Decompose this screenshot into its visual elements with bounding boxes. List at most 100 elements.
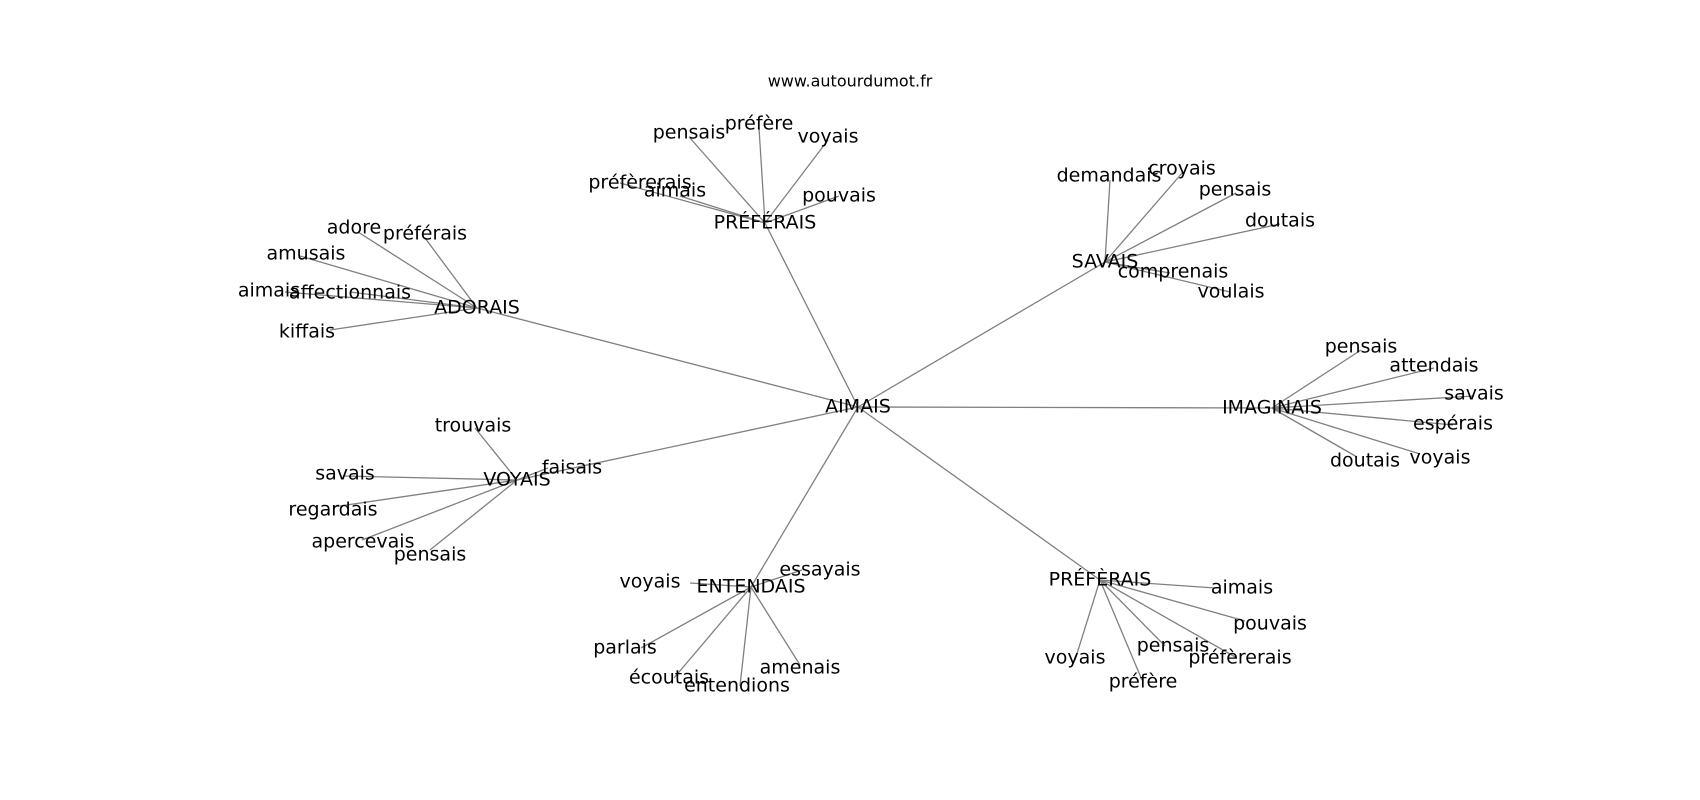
- leaf-node[interactable]: adore: [327, 217, 381, 239]
- edge-hub-to-leaf: [1104, 179, 1111, 263]
- edge-hub-to-leaf: [1099, 579, 1143, 681]
- edge-center-to-hub: [516, 406, 859, 481]
- leaf-node[interactable]: voyais: [1410, 447, 1471, 469]
- hub-node[interactable]: IMAGINAIS: [1222, 397, 1322, 419]
- edge-center-to-hub: [764, 222, 859, 408]
- hub-node[interactable]: PRÉFÈRAIS: [1049, 568, 1152, 591]
- edge-hub-to-leaf: [1271, 367, 1435, 409]
- edge-hub-to-leaf: [689, 137, 766, 224]
- edge-hub-to-leaf: [1104, 171, 1184, 263]
- hub-node[interactable]: VOYAIS: [483, 469, 550, 491]
- leaf-node[interactable]: affectionnais: [289, 282, 411, 304]
- edge-hub-to-leaf: [1104, 261, 1231, 293]
- watermark-text: www.autourdumot.fr: [768, 72, 933, 91]
- edge-hub-to-leaf: [332, 479, 518, 508]
- leaf-node[interactable]: demandais: [1057, 165, 1162, 187]
- edge-center-to-hub: [750, 406, 859, 588]
- leaf-node[interactable]: pensais: [394, 544, 467, 566]
- leaf-node[interactable]: kiffais: [279, 321, 335, 343]
- edge-hub-to-leaf: [1104, 192, 1237, 263]
- edge-hub-to-leaf: [764, 139, 829, 224]
- leaf-node[interactable]: comprenais: [1118, 261, 1229, 283]
- leaf-node[interactable]: préfère: [725, 113, 794, 135]
- edge-hub-to-leaf: [764, 195, 840, 224]
- leaf-node[interactable]: savais: [315, 463, 375, 485]
- edge-hub-to-leaf: [739, 586, 752, 687]
- leaf-node[interactable]: voyais: [798, 126, 859, 148]
- leaf-node[interactable]: pensais: [653, 122, 726, 144]
- center-node[interactable]: AIMAIS: [825, 396, 891, 418]
- edge-hub-to-leaf: [679, 195, 766, 224]
- edge-hub-to-leaf: [750, 569, 803, 588]
- leaf-node[interactable]: voyais: [1045, 647, 1106, 669]
- leaf-node[interactable]: voyais: [620, 571, 681, 593]
- edge-hub-to-leaf: [619, 182, 766, 224]
- leaf-node[interactable]: préférais: [383, 223, 467, 245]
- edge-hub-to-leaf: [284, 291, 478, 309]
- leaf-node[interactable]: apercevais: [312, 531, 415, 553]
- leaf-node[interactable]: trouvais: [435, 415, 512, 437]
- edge-hub-to-leaf: [1271, 407, 1421, 455]
- edge-center-to-hub: [476, 307, 859, 408]
- edge-center-to-hub: [857, 406, 1101, 581]
- leaf-node[interactable]: aimais: [1211, 577, 1273, 599]
- hub-node[interactable]: ENTENDAIS: [697, 576, 806, 598]
- leaf-node[interactable]: parlais: [593, 637, 657, 659]
- edge-hub-to-leaf: [750, 586, 801, 666]
- edge-hub-to-leaf: [474, 427, 518, 481]
- leaf-node[interactable]: aimais: [644, 180, 706, 202]
- edge-hub-to-leaf: [1099, 579, 1238, 659]
- edge-hub-to-leaf: [1271, 407, 1358, 458]
- leaf-node[interactable]: voulais: [1197, 281, 1264, 303]
- leaf-node[interactable]: pensais: [1199, 179, 1272, 201]
- leaf-node[interactable]: pensais: [1137, 635, 1210, 657]
- edge-hub-to-leaf: [689, 582, 752, 588]
- leaf-node[interactable]: doutais: [1245, 210, 1315, 232]
- hub-node[interactable]: ADORAIS: [434, 297, 520, 319]
- leaf-node[interactable]: attendais: [1389, 355, 1478, 377]
- edge-center-to-hub: [857, 406, 1273, 409]
- leaf-node[interactable]: croyais: [1148, 158, 1216, 180]
- edge-hub-to-leaf: [1104, 261, 1171, 274]
- leaf-node[interactable]: pouvais: [802, 185, 876, 207]
- leaf-node[interactable]: aimais: [238, 280, 300, 302]
- edge-hub-to-leaf: [673, 586, 752, 679]
- hub-node[interactable]: SAVAIS: [1072, 251, 1139, 273]
- edge-hub-to-leaf: [357, 231, 478, 309]
- leaf-node[interactable]: essayais: [779, 559, 860, 581]
- edge-hub-to-leaf: [424, 237, 478, 309]
- leaf-node[interactable]: savais: [1444, 383, 1504, 405]
- edge-center-to-hub: [857, 261, 1106, 408]
- hub-node[interactable]: PRÉFÉRAIS: [714, 211, 817, 234]
- edge-hub-to-leaf: [1271, 349, 1362, 409]
- leaf-node[interactable]: regardais: [288, 499, 377, 521]
- leaf-node[interactable]: écoutais: [629, 667, 709, 689]
- edge-hub-to-leaf: [429, 479, 518, 551]
- edge-hub-to-leaf: [349, 291, 478, 309]
- leaf-node[interactable]: pensais: [1325, 336, 1398, 358]
- leaf-node[interactable]: entendions: [684, 675, 790, 697]
- edge-hub-to-leaf: [1099, 579, 1246, 622]
- edge-hub-to-leaf: [640, 586, 752, 649]
- edge-hub-to-leaf: [342, 475, 518, 481]
- leaf-node[interactable]: préfèrerais: [1188, 647, 1291, 669]
- leaf-node[interactable]: amusais: [267, 243, 346, 265]
- leaf-node[interactable]: pouvais: [1233, 613, 1307, 635]
- leaf-node[interactable]: doutais: [1330, 450, 1400, 472]
- leaf-node[interactable]: préfèrerais: [588, 172, 691, 194]
- leaf-node[interactable]: préfère: [1109, 671, 1178, 693]
- edge-hub-to-leaf: [516, 467, 549, 481]
- edge-hub-to-leaf: [1074, 579, 1101, 661]
- edge-hub-to-leaf: [1104, 223, 1281, 263]
- leaf-node[interactable]: espérais: [1413, 413, 1493, 435]
- leaf-node[interactable]: faisais: [542, 457, 602, 479]
- edge-hub-to-leaf: [299, 255, 478, 309]
- edge-hub-to-leaf: [329, 307, 478, 331]
- edge-hub-to-leaf: [1271, 395, 1475, 409]
- edge-hub-to-leaf: [1271, 407, 1454, 426]
- edge-hub-to-leaf: [1099, 579, 1166, 647]
- edge-hub-to-leaf: [361, 479, 518, 541]
- leaf-node[interactable]: amenais: [760, 657, 841, 679]
